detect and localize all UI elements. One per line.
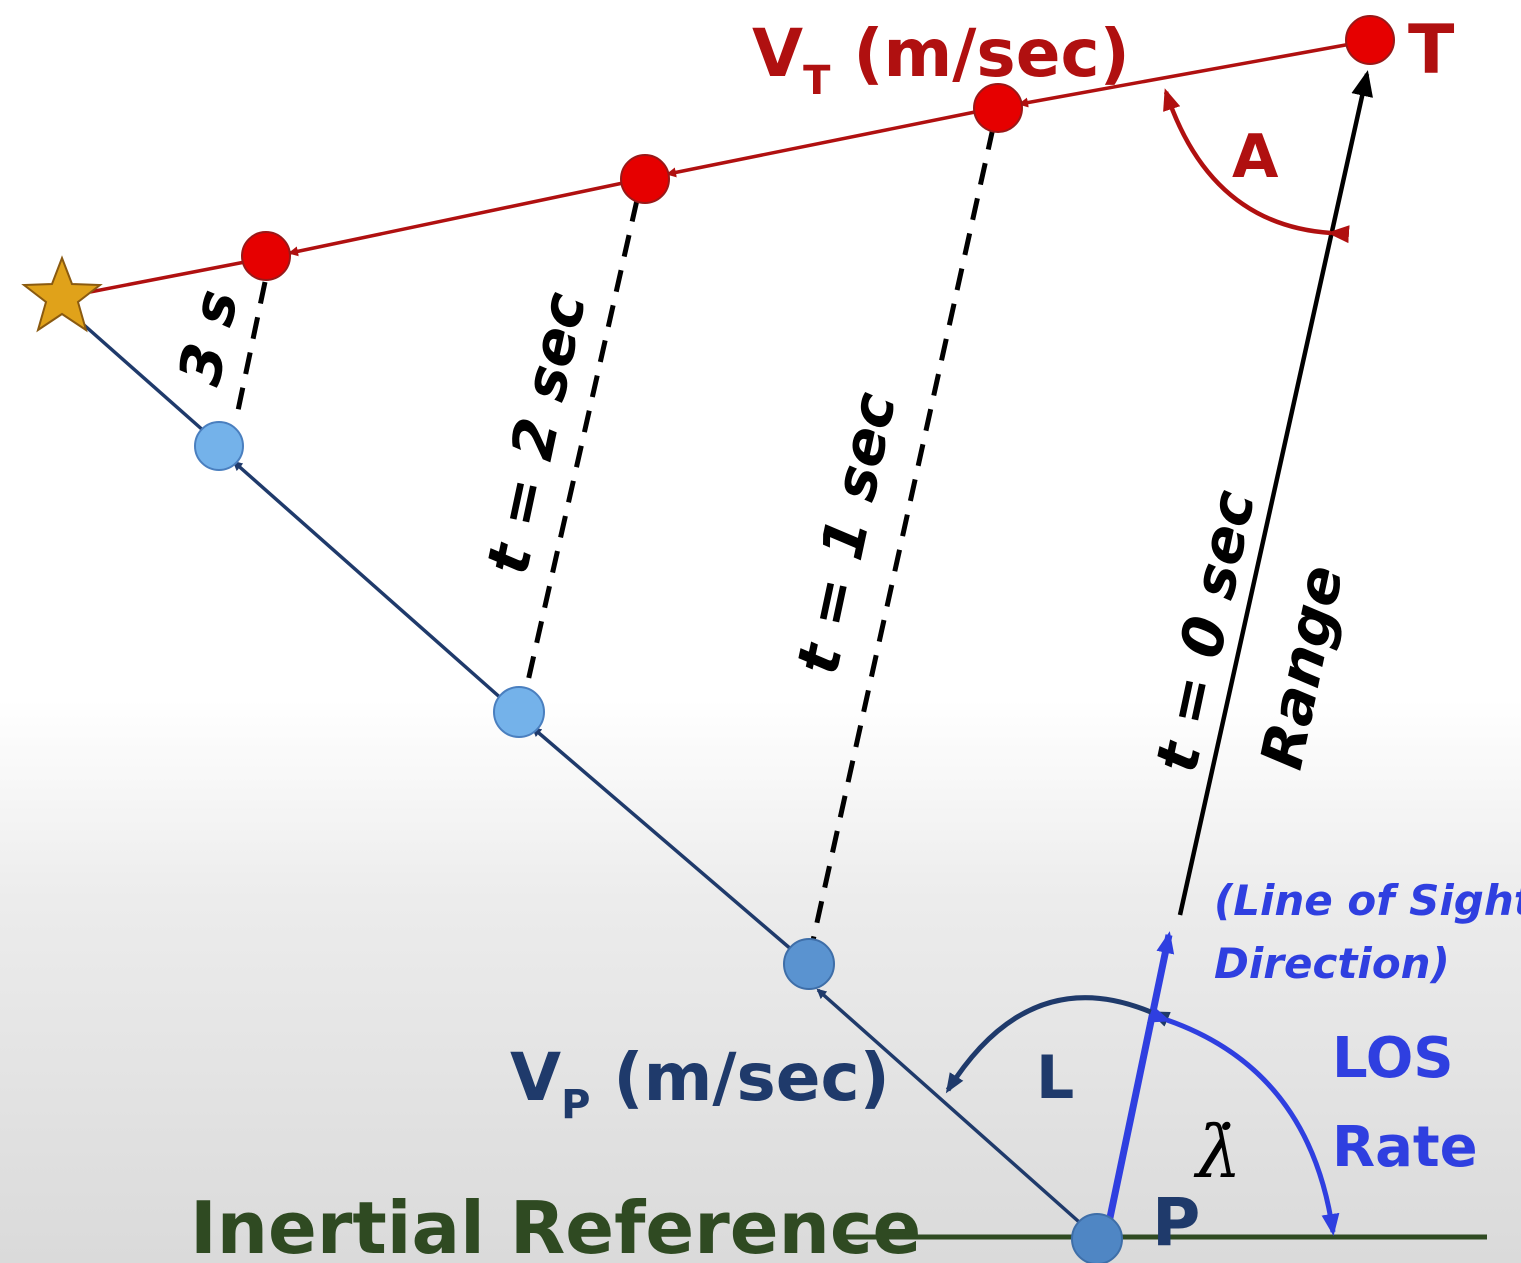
vp-label: VP (m/sec) — [510, 1039, 890, 1128]
angle-a-arc — [1163, 88, 1350, 244]
vt-label: VT (m/sec) — [752, 15, 1130, 104]
svg-text:VT (m/sec): VT (m/sec) — [752, 15, 1130, 104]
sight-line-t2 — [523, 199, 640, 691]
target-dot-t2 — [620, 154, 670, 204]
angle-l-arc — [945, 995, 1171, 1094]
inertial-reference-label: Inertial Reference — [190, 1186, 921, 1263]
los-rate-line2: Rate — [1332, 1115, 1478, 1180]
pursuer-positions — [194, 421, 1123, 1263]
sight-line-t1 — [809, 127, 996, 946]
sight-line-t3 — [233, 281, 268, 421]
target-label: T — [1408, 11, 1455, 90]
angle-a-label: A — [1232, 122, 1279, 192]
los-direction-line1: (Line of Sight — [1214, 876, 1521, 925]
pursuer-dot-t1 — [783, 938, 835, 990]
pursuer-dot-t2 — [493, 686, 545, 738]
svg-text:VP (m/sec): VP (m/sec) — [510, 1039, 890, 1128]
target-positions — [241, 15, 1395, 281]
range-label: Range — [1247, 559, 1356, 775]
los-direction-line2: Direction) — [1214, 939, 1450, 988]
t1-label: t = 1 sec — [783, 387, 909, 680]
lambda-dot-symbol: λ̇ — [1193, 1110, 1242, 1194]
pursuer-dot-t3 — [194, 421, 244, 471]
target-dot-t3 — [241, 231, 291, 281]
target-path — [89, 38, 1374, 294]
angle-l-label: L — [1036, 1043, 1074, 1113]
pursuer-path — [82, 323, 1098, 1239]
pursuer-dot-t0 — [1071, 1213, 1123, 1263]
dashed-sight-lines — [233, 127, 996, 946]
target-dot-t1 — [973, 83, 1023, 133]
t3-label: 3 s — [165, 284, 251, 391]
pursuer-label: P — [1152, 1184, 1200, 1261]
target-dot-t0 — [1345, 15, 1395, 65]
los-rate-arc — [1147, 1005, 1340, 1236]
t2-label: t = 2 sec — [473, 287, 599, 580]
t0-label: t = 0 sec — [1142, 485, 1268, 778]
star-icon — [21, 255, 103, 333]
los-rate-line1: LOS — [1332, 1026, 1454, 1091]
